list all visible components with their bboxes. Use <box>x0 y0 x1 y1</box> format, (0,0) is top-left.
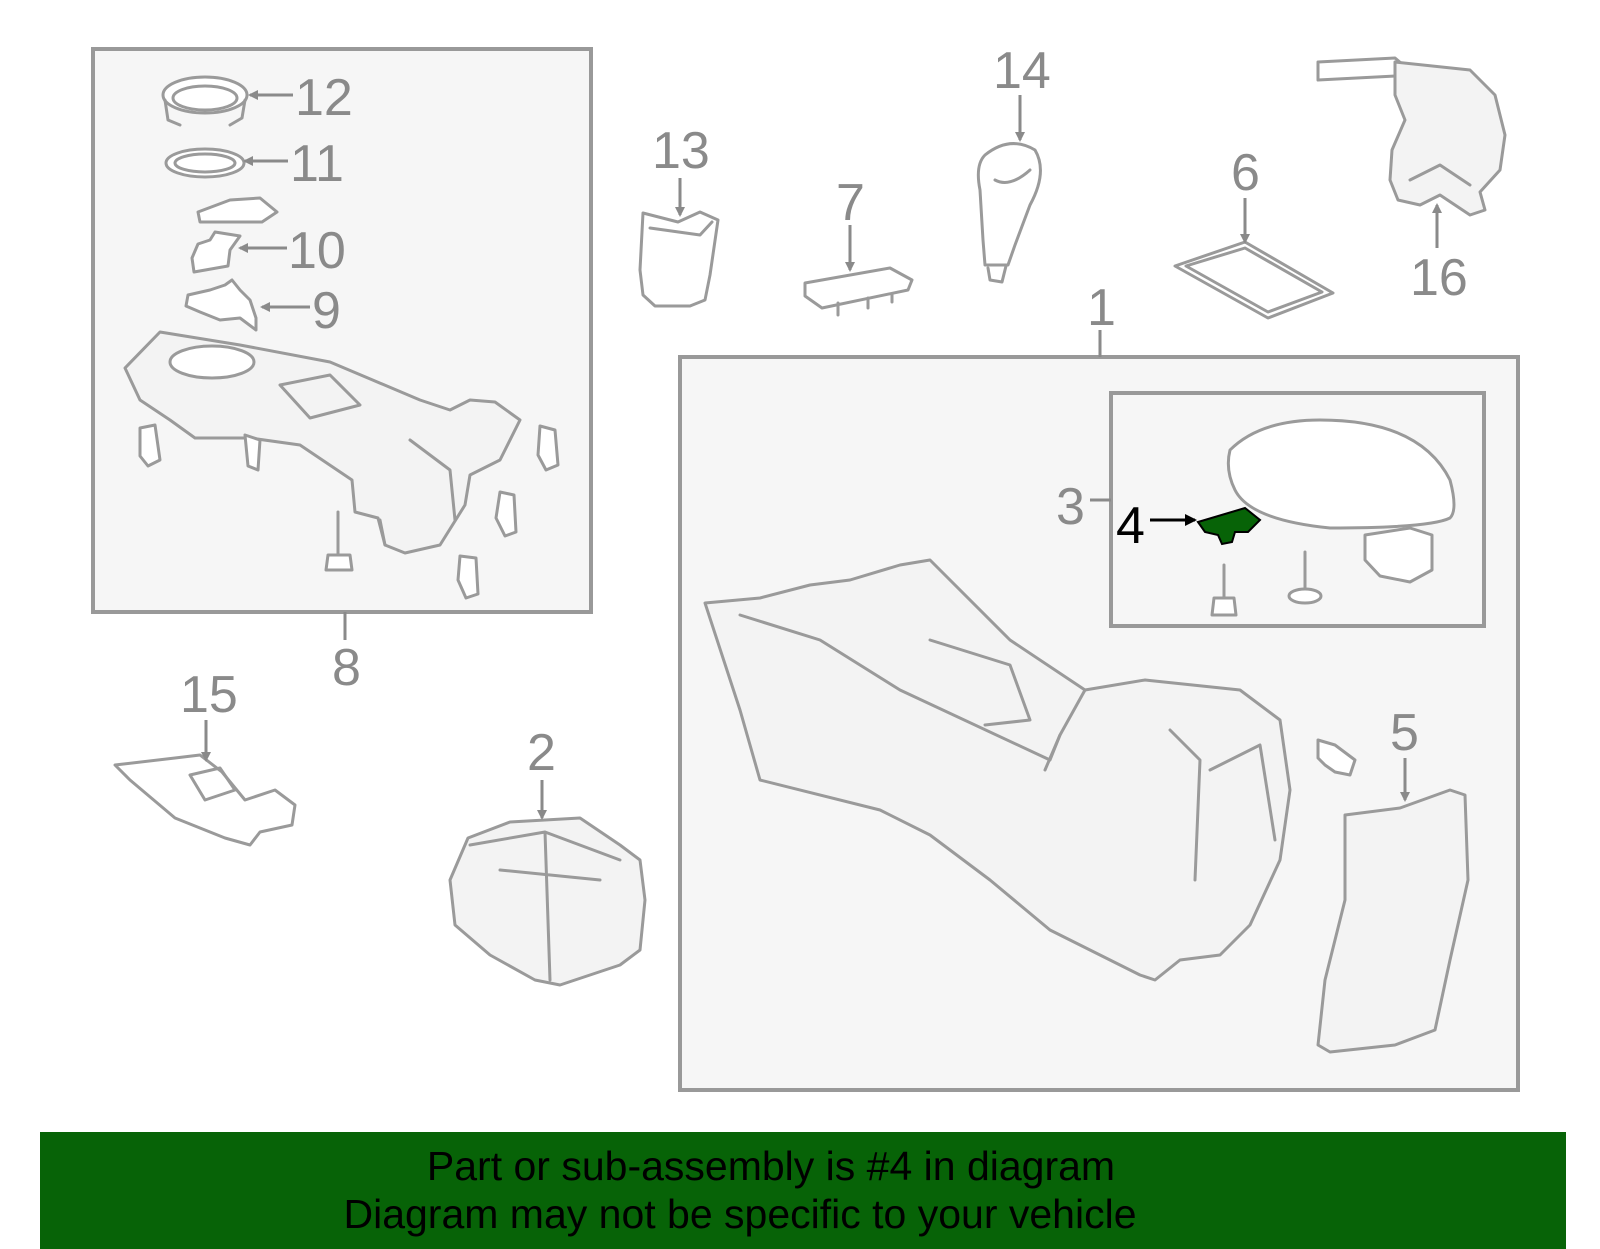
banner-line-1: Part or sub-assembly is #4 in diagram <box>426 1143 1116 1189</box>
callout-11: 11 <box>290 135 344 193</box>
part-7-cover <box>803 266 914 317</box>
part-8-shift-plate <box>123 330 560 600</box>
callout-5: 5 <box>1390 704 1419 762</box>
part-13-panel <box>638 210 720 308</box>
callout-12: 12 <box>295 69 353 127</box>
part-6-mat <box>1173 240 1335 320</box>
part-5-side-panel <box>1316 788 1470 1054</box>
part-11-ring <box>164 147 246 179</box>
banner-line-2: Diagram may not be specific to your vehi… <box>343 1191 1137 1237</box>
part-14-shift-knob <box>976 142 1042 284</box>
part-10-clip <box>190 196 279 274</box>
callout-13: 13 <box>652 122 710 180</box>
part-1-console <box>703 558 1292 982</box>
part-16-lever <box>1316 56 1507 217</box>
callout-10: 10 <box>288 222 346 280</box>
callout-16: 16 <box>1410 249 1468 307</box>
part-9-bracket <box>184 278 258 332</box>
part-4-bracket-highlighted <box>1196 506 1262 546</box>
callout-6: 6 <box>1231 144 1260 202</box>
callout-2: 2 <box>527 724 556 782</box>
callout-4: 4 <box>1116 497 1145 555</box>
clip <box>1316 738 1357 777</box>
callout-3: 3 <box>1056 478 1085 536</box>
part-3-armrest-lid <box>1226 418 1456 584</box>
callout-15: 15 <box>180 666 238 724</box>
info-banner: Part or sub-assembly is #4 in diagram Di… <box>40 1132 1566 1249</box>
part-15-panel <box>113 753 297 847</box>
callout-1: 1 <box>1087 279 1116 337</box>
part-12-ring <box>161 75 249 127</box>
leader-lines <box>201 90 1442 820</box>
part-2-bracket <box>448 816 647 987</box>
callout-14: 14 <box>993 42 1051 100</box>
callout-8: 8 <box>332 639 361 697</box>
callout-9: 9 <box>312 282 341 340</box>
callout-7: 7 <box>836 174 865 232</box>
bolts <box>1210 550 1323 617</box>
